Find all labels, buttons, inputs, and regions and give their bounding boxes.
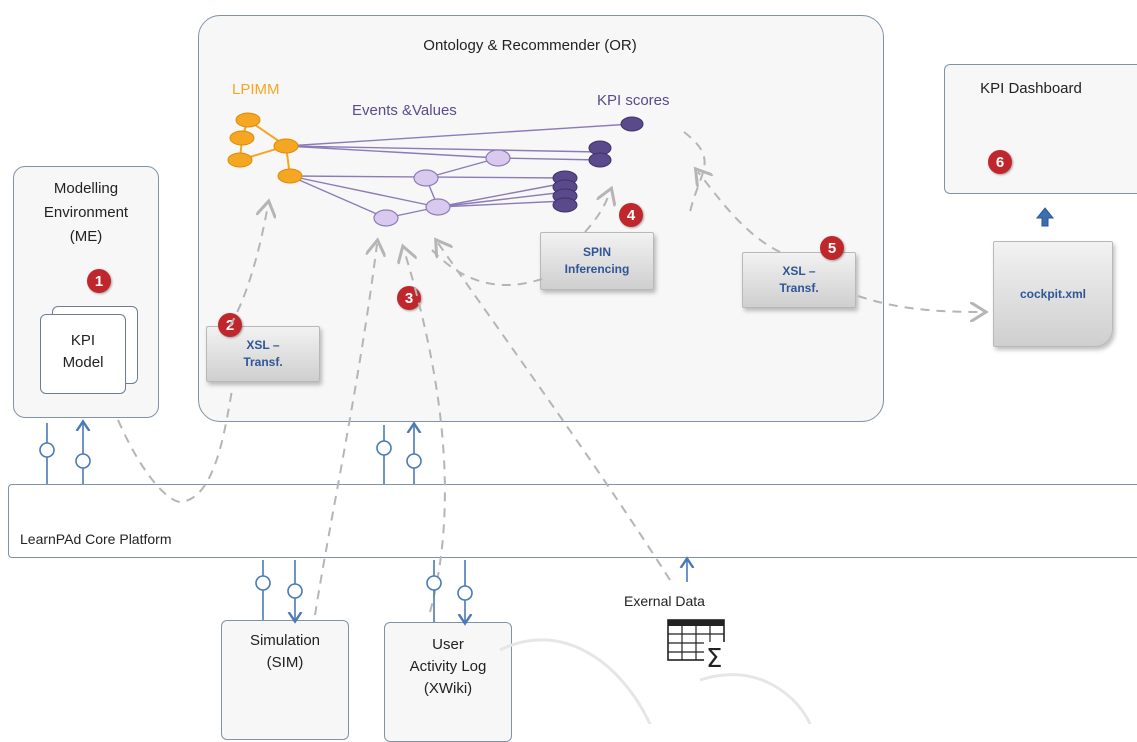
kpi-model-line2: Model bbox=[62, 354, 104, 371]
required-interface-circle bbox=[457, 585, 473, 601]
spin-inferencing-doc: SPIN Inferencing bbox=[540, 232, 654, 290]
xsl-transf-doc-2: XSL – Transf. bbox=[742, 252, 856, 308]
flow-ext-to-graph bbox=[438, 243, 671, 581]
core-platform-label: LearnPAd Core Platform bbox=[20, 531, 172, 547]
provided-interface-circle bbox=[376, 440, 392, 456]
flow-me-to-xsl bbox=[117, 389, 233, 504]
provided-interface-circle bbox=[255, 575, 271, 591]
flow-sim-to-graph bbox=[314, 244, 377, 616]
flow-ual-to-graph bbox=[404, 250, 446, 613]
kpi-model-box bbox=[40, 314, 126, 394]
kpi-score-nodes bbox=[552, 116, 644, 213]
event-node bbox=[413, 169, 439, 187]
kpi-scores-label: KPI scores bbox=[597, 92, 670, 109]
flow-xsl2-up bbox=[698, 172, 781, 253]
user-activity-log-box bbox=[384, 622, 512, 742]
kpi-score-node bbox=[552, 197, 578, 213]
spreadsheet-icon: Σ bbox=[667, 619, 730, 674]
lpimm-label: LPIMM bbox=[232, 81, 280, 98]
xsl-transf-2-line2: Transf. bbox=[779, 281, 819, 295]
lpimm-node bbox=[277, 168, 303, 184]
me-label-line3: (ME) bbox=[69, 228, 103, 245]
flow-graph-to-spin bbox=[431, 249, 546, 286]
me-label-line1: Modelling bbox=[53, 180, 119, 197]
or-title: Ontology & Recommender (OR) bbox=[423, 37, 637, 54]
kpi-score-node bbox=[588, 152, 612, 168]
events-values-label: Events &Values bbox=[352, 102, 457, 119]
sim-line1: Simulation bbox=[249, 632, 321, 649]
background-swoosh-2 bbox=[699, 673, 812, 724]
svg-text:Σ: Σ bbox=[706, 644, 722, 674]
event-node bbox=[485, 149, 511, 167]
cockpit-xml-label: cockpit.xml bbox=[1019, 286, 1087, 301]
required-interface-circle bbox=[75, 453, 91, 469]
event-nodes bbox=[373, 149, 511, 227]
lpimm-node bbox=[227, 152, 253, 168]
flow-kpi-to-xsl bbox=[683, 131, 706, 213]
kpi-model-line1: KPI bbox=[70, 332, 96, 349]
lpimm-node bbox=[235, 112, 261, 128]
spin-line2: Inferencing bbox=[564, 262, 630, 276]
lpimm-node bbox=[273, 138, 299, 154]
diagram-graphics: Σ bbox=[39, 112, 1055, 724]
badge-6: 6 bbox=[988, 150, 1012, 174]
simulation-box bbox=[221, 620, 349, 740]
kpi-dashboard-box bbox=[944, 64, 1137, 194]
badge-1: 1 bbox=[87, 269, 111, 293]
xsl-transf-doc-1: XSL – Transf. bbox=[206, 326, 320, 382]
event-node bbox=[373, 209, 399, 227]
event-node bbox=[425, 198, 451, 216]
required-interface-circle bbox=[287, 583, 303, 599]
dashed-flows bbox=[117, 131, 982, 616]
provided-interface-circle bbox=[39, 442, 55, 458]
ual-line2: Activity Log bbox=[409, 658, 487, 675]
ual-line1: User bbox=[432, 636, 464, 653]
me-label-line2: Environment bbox=[43, 204, 129, 221]
cockpit-xml-doc: cockpit.xml bbox=[993, 241, 1113, 347]
lpimm-node bbox=[229, 130, 255, 146]
flow-xsl-to-cockpit bbox=[857, 295, 982, 312]
badge-4: 4 bbox=[619, 203, 643, 227]
xsl-transf-1-line2: Transf. bbox=[243, 355, 283, 369]
interface-connectors bbox=[39, 423, 687, 622]
core-platform-bar bbox=[8, 484, 1137, 558]
xsl-transf-1-line1: XSL – bbox=[246, 338, 280, 352]
flow-spin-to-kpi bbox=[584, 192, 610, 233]
lpimm-nodes bbox=[227, 112, 303, 184]
kpi-score-node bbox=[620, 116, 644, 132]
external-data-label: Exernal Data bbox=[624, 593, 705, 609]
spin-line1: SPIN bbox=[582, 245, 611, 259]
kpi-dashboard-title: KPI Dashboard bbox=[980, 80, 1082, 97]
background-swoosh bbox=[499, 638, 652, 724]
xsl-transf-2-line1: XSL – bbox=[782, 264, 816, 278]
provided-interface-circle bbox=[426, 575, 442, 591]
ual-line3: (XWiki) bbox=[423, 680, 473, 697]
required-interface-circle bbox=[406, 453, 422, 469]
dashboard-arrow bbox=[1035, 207, 1055, 227]
graph-edges bbox=[285, 123, 633, 219]
sim-line2: (SIM) bbox=[266, 654, 304, 671]
flow-xsl-to-or bbox=[229, 205, 268, 327]
badge-3: 3 bbox=[397, 286, 421, 310]
badge-5: 5 bbox=[820, 236, 844, 260]
